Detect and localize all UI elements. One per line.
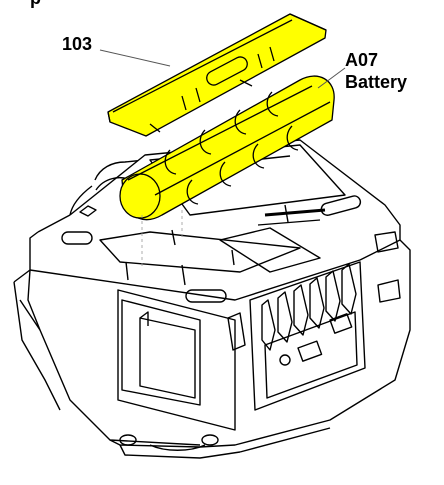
battery-cover-icon xyxy=(107,13,327,137)
battery-name-label: Battery xyxy=(345,72,408,92)
battery-code-label: A07 xyxy=(345,50,379,70)
battery-pack-icon xyxy=(119,75,335,221)
cut-off-header-text: p xyxy=(30,0,41,8)
cover-leader-line xyxy=(99,49,171,67)
battery-leader-line xyxy=(317,67,346,89)
cover-part-number-label: 103 xyxy=(62,34,93,54)
assembly-guide-lines xyxy=(141,210,183,268)
